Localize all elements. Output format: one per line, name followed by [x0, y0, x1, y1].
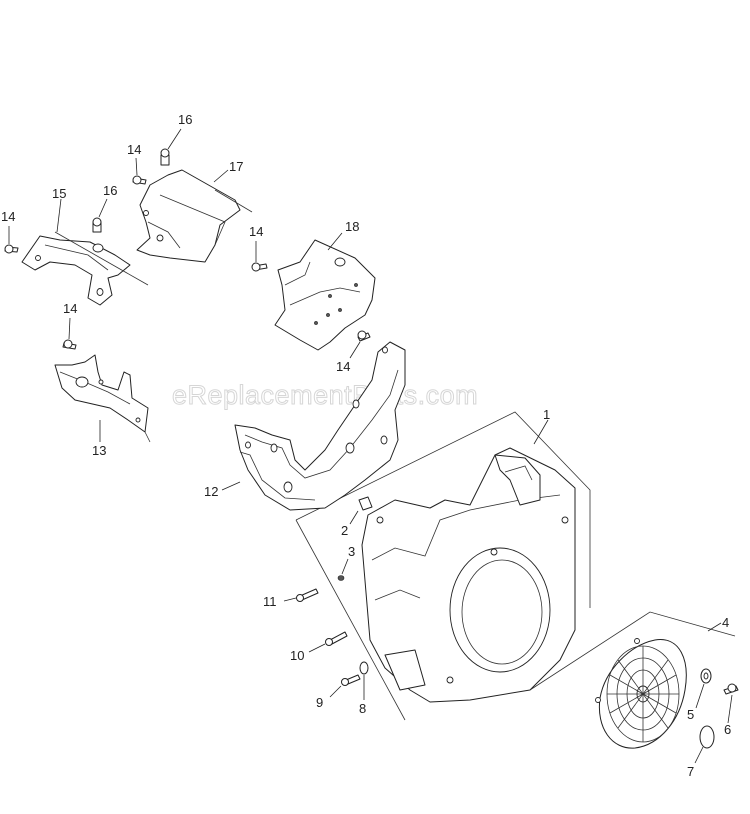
callout-16-mid: 16: [103, 183, 117, 198]
small-nut-part: [337, 575, 345, 581]
bolt-part-11: [296, 588, 319, 602]
callout-5: 5: [687, 707, 694, 722]
screw-part-16-mid: [92, 217, 102, 233]
callout-14-right: 14: [336, 359, 350, 374]
blower-housing-part: [295, 411, 591, 721]
callout-4: 4: [722, 615, 729, 630]
screw-part-16-top: [160, 148, 170, 166]
callout-13: 13: [92, 443, 106, 458]
washer-part-8: [359, 661, 369, 675]
callout-10: 10: [290, 648, 304, 663]
decal-part-7: [699, 725, 715, 749]
bolt-part-9: [341, 674, 361, 686]
side-bracket-part-13: [54, 354, 151, 443]
upper-shroud-part-18: [274, 239, 376, 351]
cover-plate-part-17: [136, 169, 253, 263]
callout-9: 9: [316, 695, 323, 710]
screw-part-14-left: [4, 244, 19, 254]
shroud-bracket-part-12: [234, 341, 406, 511]
screw-part-14-mid: [251, 262, 268, 272]
callout-11: 11: [263, 594, 277, 609]
callout-16-top: 16: [178, 112, 192, 127]
callout-3: 3: [348, 544, 355, 559]
callout-14-mid: 14: [249, 224, 263, 239]
callout-2: 2: [341, 523, 348, 538]
callout-18: 18: [345, 219, 359, 234]
washer-part-5: [700, 668, 712, 684]
screw-part-14-lower-left: [62, 339, 77, 350]
callout-14-left: 14: [1, 209, 15, 224]
callout-14-top: 14: [127, 142, 141, 157]
callout-12: 12: [204, 484, 218, 499]
callout-15: 15: [52, 186, 66, 201]
screw-part-14-top: [132, 175, 147, 185]
watermark-text: eReplacementParts.com: [172, 380, 478, 410]
callout-17: 17: [229, 159, 243, 174]
callout-8: 8: [359, 701, 366, 716]
callout-7: 7: [687, 764, 694, 779]
screw-part-14-right: [357, 330, 371, 342]
mounting-bracket-part-15: [21, 231, 149, 306]
nut-part: [358, 496, 373, 511]
callout-1: 1: [543, 407, 550, 422]
screw-part-6: [723, 683, 739, 695]
bolt-part-10: [325, 631, 348, 646]
fan-screen-part: [529, 611, 736, 749]
callout-14-lower-left: 14: [63, 301, 77, 316]
callout-6: 6: [724, 722, 731, 737]
